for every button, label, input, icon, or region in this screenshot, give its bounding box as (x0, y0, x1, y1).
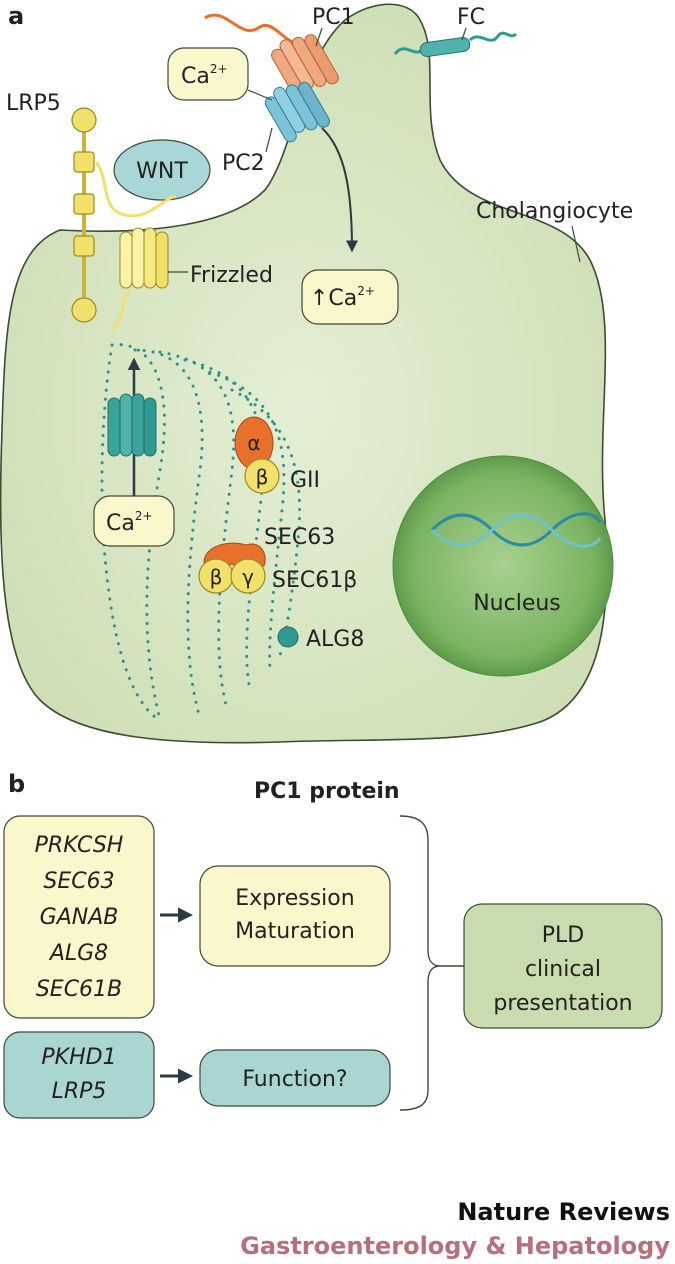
ca-er-label: Ca2+ (106, 509, 153, 536)
cholangiocyte-label: Cholangiocyte (476, 199, 633, 224)
ca-up-box (301, 269, 399, 325)
pld-line1: PLD (542, 923, 584, 948)
ca-top-label: Ca2+ (181, 62, 228, 89)
bracket (399, 815, 441, 1111)
expression-label: Expression (235, 886, 354, 911)
pld-line2: clinical (525, 957, 601, 982)
function-label: Function? (242, 1067, 347, 1092)
alg8-protein (277, 626, 299, 648)
pc1-protein-title: PC1 protein (254, 779, 400, 804)
ca-er-box (93, 495, 175, 547)
sec61b-label: SEC61β (272, 568, 357, 593)
nucleus (392, 455, 614, 677)
ca-top-box (167, 47, 249, 101)
gene-name: PRKCSH (35, 833, 124, 858)
endoplasmic-reticulum (100, 343, 302, 722)
panel-a-letter: a (8, 2, 24, 30)
pc1-channel (271, 34, 339, 99)
pc2-leader (265, 127, 273, 153)
gii-alpha-label: α (247, 431, 260, 455)
frizzled-label: Frizzled (190, 263, 273, 288)
gii-beta-subunit (244, 458, 280, 494)
wnt-ligand (113, 139, 211, 201)
frizzled-c-tail (110, 288, 132, 332)
pld-line3: presentation (493, 991, 632, 1016)
wnt-label: WNT (136, 159, 188, 184)
maturation-label: Maturation (235, 919, 355, 944)
frizzled-n-tail (94, 161, 177, 218)
pld-presentation-box (463, 903, 663, 1029)
sec61-gamma-subunit (230, 558, 266, 594)
alg8-label: ALG8 (306, 627, 364, 652)
gene-name: SEC63 (43, 869, 114, 894)
frizzled-receptor (119, 227, 169, 289)
lrp5-label: LRP5 (6, 91, 61, 116)
cholangiocyte-leader (571, 225, 581, 263)
journal-name-line2: Gastroenterology & Hepatology (240, 1232, 670, 1260)
panel-b-letter: b (8, 770, 25, 798)
fc-label: FC (457, 5, 485, 30)
fc-tail-right (468, 31, 518, 42)
fc-protein (419, 36, 471, 58)
gene-name: PKHD1 (41, 1045, 116, 1070)
er-calcium-channel (107, 393, 157, 457)
pc2-channel (264, 81, 330, 143)
ca-up-label: ↑Ca2+ (310, 284, 375, 311)
pc1-tail (204, 13, 306, 45)
expression-maturation-box (199, 865, 391, 967)
ca-top-leader (247, 89, 273, 101)
pc2-calcium-arrow (321, 127, 358, 253)
sec61-gamma-symbol: γ (242, 565, 254, 589)
journal-name-line1: Nature Reviews (457, 1198, 670, 1226)
gene-box-function (3, 1031, 155, 1119)
lrp5-receptor (71, 107, 97, 323)
pc1-label: PC1 (312, 5, 355, 30)
gene-name: GANAB (40, 905, 119, 930)
function-box (199, 1049, 391, 1107)
sec61-beta-symbol: β (210, 565, 223, 589)
pc1-leader (315, 27, 323, 47)
gii-beta-label: β (256, 465, 269, 489)
gene-name: ALG8 (48, 941, 108, 966)
gene-name: SEC61B (36, 977, 122, 1002)
gene-box-maturation (3, 815, 155, 1019)
dna-helix-icon (430, 512, 602, 548)
gii-label: GII (290, 468, 320, 493)
nucleus-label: Nucleus (473, 591, 561, 616)
pc2-label: PC2 (222, 151, 265, 176)
fc-leader (461, 27, 467, 41)
sec63-label: SEC63 (264, 525, 335, 550)
gene-name: LRP5 (52, 1079, 107, 1104)
